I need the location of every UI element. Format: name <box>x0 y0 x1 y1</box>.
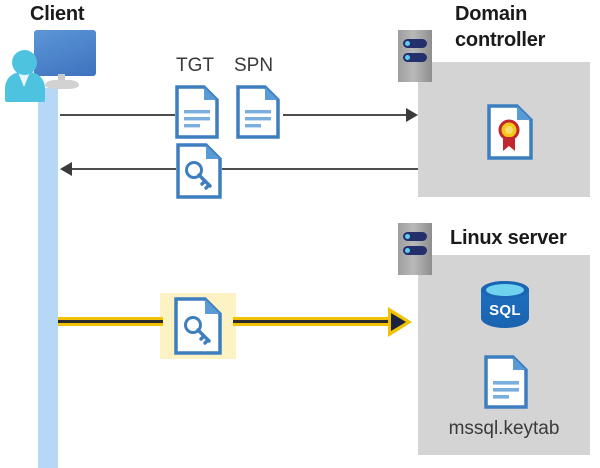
domain-controller-label-line2: controller <box>455 29 546 51</box>
person-collar-icon <box>18 72 30 87</box>
spn-document-icon <box>236 85 280 139</box>
spn-label: SPN <box>234 55 274 76</box>
sql-database-label: SQL <box>489 302 521 319</box>
service-ticket-line-left-inner <box>58 320 163 323</box>
keytab-filename-label: mssql.keytab <box>448 418 560 439</box>
response-arrow-head <box>60 162 72 176</box>
tgt-document-icon <box>175 85 219 139</box>
keytab-document-icon <box>484 355 528 409</box>
service-ticket-key-document-icon <box>174 297 222 355</box>
response-key-document-icon <box>176 143 222 199</box>
request-arrow-head <box>406 108 418 122</box>
service-ticket-line-right-inner <box>233 320 388 323</box>
client-label: Client <box>30 3 85 25</box>
domain-controller-label-line1: Domain <box>455 3 528 25</box>
linux-server-rack-icon <box>398 223 432 275</box>
response-arrow-line-left <box>72 168 176 170</box>
request-arrow-line-right <box>283 114 407 116</box>
monitor-neck-icon <box>58 74 65 84</box>
request-arrow-line-left <box>60 114 175 116</box>
tgt-label: TGT <box>176 55 214 76</box>
sql-database-icon: SQL <box>481 281 529 335</box>
certificate-document-icon <box>487 104 533 160</box>
person-head-icon <box>12 50 37 75</box>
domain-controller-rack-icon <box>398 30 432 82</box>
client-user-monitor-icon <box>0 0 110 105</box>
linux-server-label: Linux server <box>450 227 567 249</box>
client-lifeline <box>38 88 58 468</box>
service-ticket-arrow-head-inner <box>391 313 406 331</box>
monitor-screen-icon <box>34 30 96 76</box>
monitor-base-icon <box>45 80 79 89</box>
response-arrow-line-right <box>222 168 418 170</box>
